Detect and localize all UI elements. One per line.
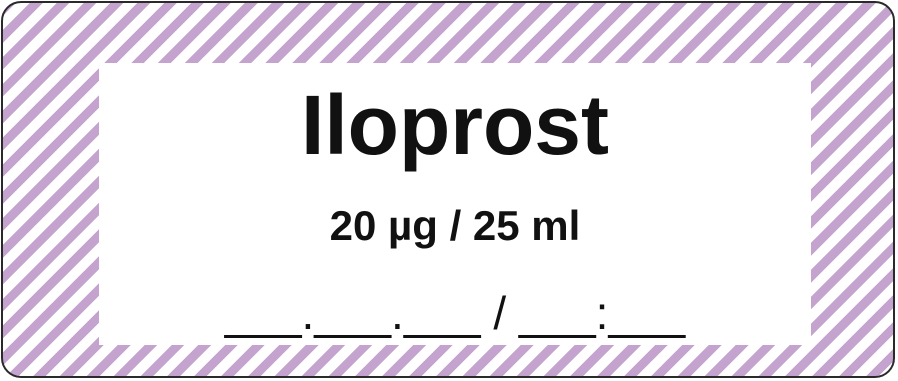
drug-concentration: 20 µg / 25 ml	[329, 202, 581, 249]
date-time-fill-in-field: ___.___.___ / ___:___	[224, 287, 686, 339]
label-text-panel: Iloprost 20 µg / 25 ml ___.___.___ / ___…	[99, 63, 811, 345]
drug-name: Iloprost	[301, 78, 609, 172]
